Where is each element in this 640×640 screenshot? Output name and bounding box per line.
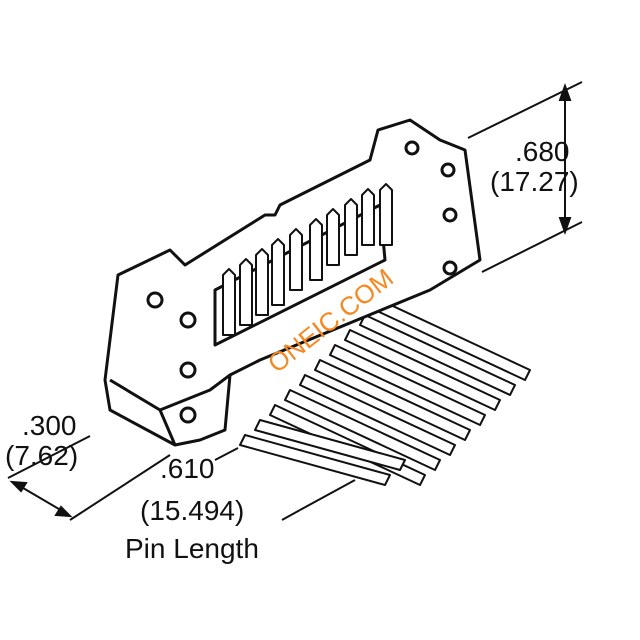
height-inch-label: .680 [515,136,570,167]
pitch-mm-label: (7.62) [5,440,79,471]
right-angle-pins [239,299,531,486]
pin-length-mm-label: (15.494) [140,495,245,526]
vertical-pins [222,183,393,336]
dimension-lines [7,81,583,521]
pitch-inch-label: .300 [22,410,77,441]
pin-length-inch-label: .610 [160,453,215,484]
pin-length-label: Pin Length [125,533,259,564]
height-mm-label: (17.27) [490,166,579,197]
